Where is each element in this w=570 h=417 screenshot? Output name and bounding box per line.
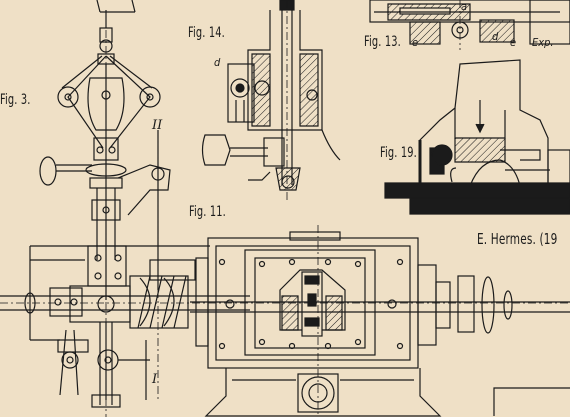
governor-drawing <box>0 0 250 408</box>
fig14-label: Fig. 14. <box>188 25 225 41</box>
fig19-label: Fig. 19. <box>380 145 417 161</box>
fig14-drawing <box>201 0 341 191</box>
letter-d2: d <box>492 30 499 43</box>
fig19-drawing <box>384 59 570 215</box>
section-mark-ii: II <box>152 118 163 133</box>
letter-e-left: e <box>412 36 419 49</box>
letter-e-right: e <box>510 36 517 49</box>
letter-d: d <box>214 56 221 69</box>
letter-exp: Exp. <box>532 36 554 49</box>
fig13-drawing <box>369 0 570 45</box>
fig13-label: Fig. 13. <box>364 34 401 50</box>
machine-body-drawing <box>190 231 570 417</box>
fig11-label: Fig. 11. <box>189 204 226 220</box>
fig3-label: Fig. 3. <box>0 92 31 108</box>
author-signature: E. Hermes. (19 <box>477 230 558 248</box>
letter-a: a <box>461 0 468 13</box>
section-mark-i: I <box>152 372 158 387</box>
